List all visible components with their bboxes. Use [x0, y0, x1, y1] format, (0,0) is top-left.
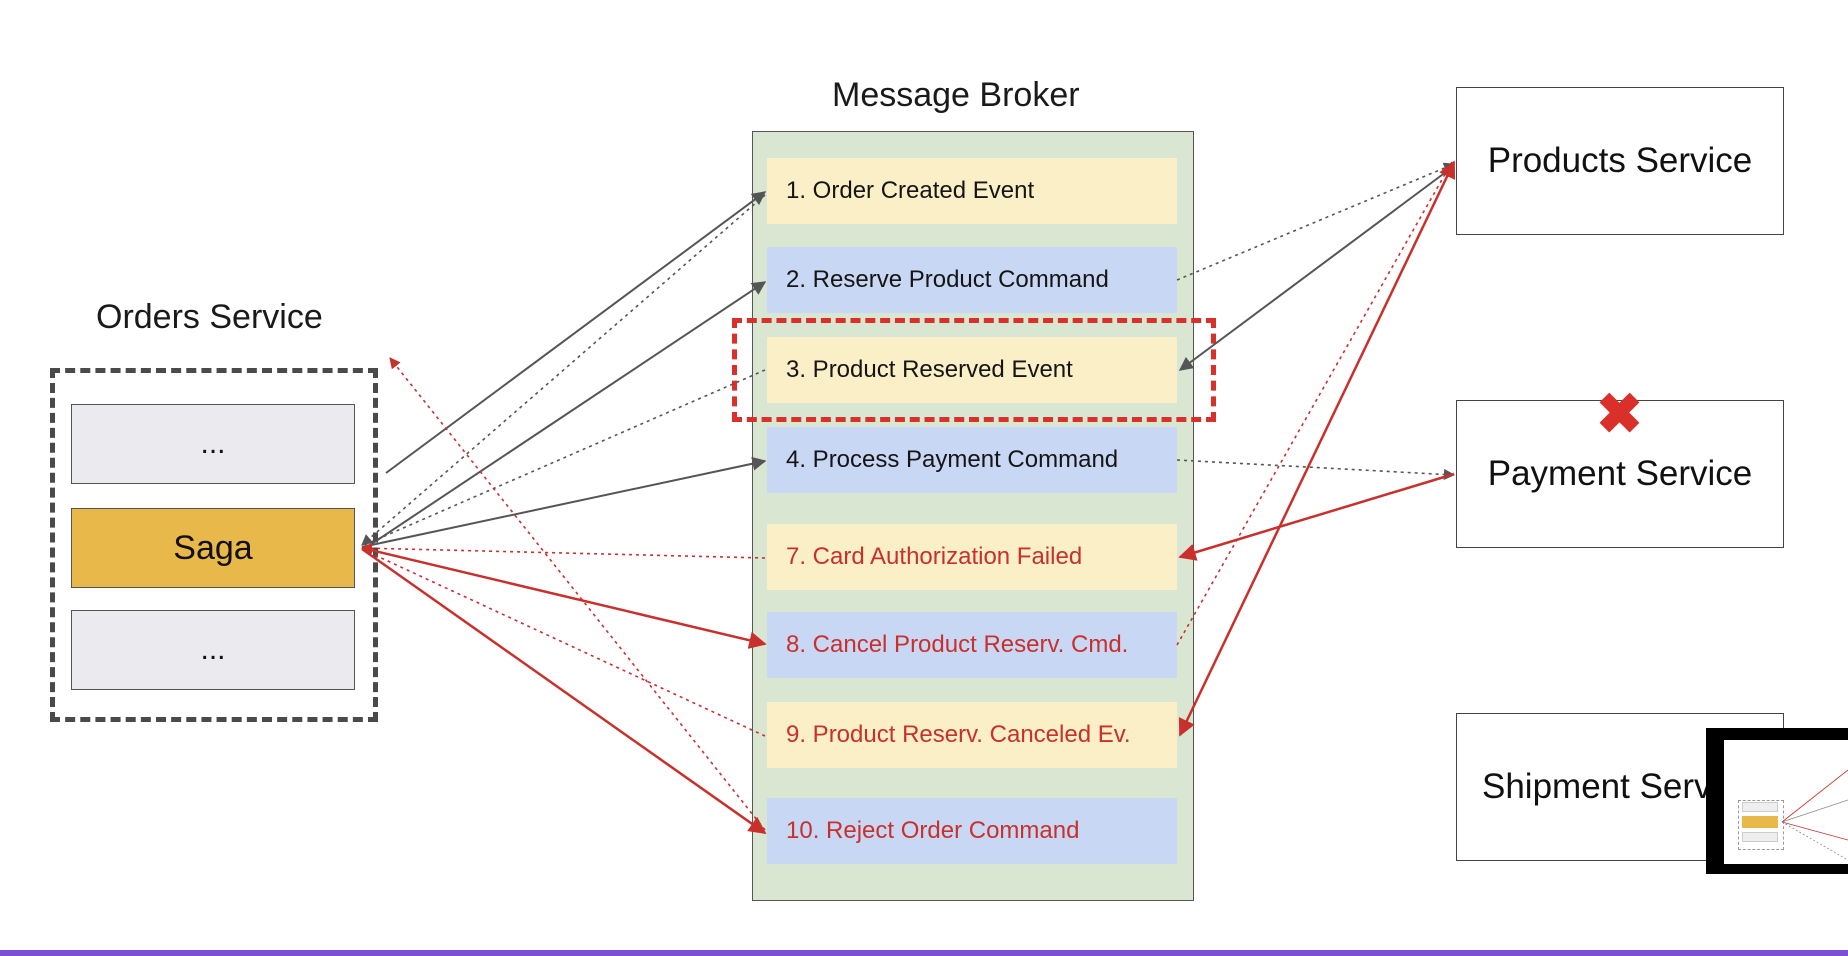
arrow-saga-process-payment — [361, 456, 767, 548]
arrow-products-to-reservation-canceled — [1178, 160, 1456, 737]
message-label: 10. Reject Order Command — [786, 817, 1080, 844]
products-service-box: Products Service — [1456, 87, 1784, 235]
saga-to-broker-commands — [361, 191, 767, 835]
arrow-saga-reject-order — [361, 547, 767, 835]
thumbnail-orders-box — [1738, 800, 1784, 850]
arrow-saga-order-created — [385, 191, 767, 474]
thumbnail-saga-box — [1742, 816, 1778, 828]
bottom-progress-bar — [0, 950, 1848, 956]
thumbnail-item-box — [1742, 802, 1778, 812]
message-label: 1. Order Created Event — [786, 177, 1035, 204]
message-product-reserved-event: 3. Product Reserved Event — [767, 337, 1177, 403]
message-label: 4. Process Payment Command — [786, 446, 1119, 473]
orders-item-top: ... — [71, 404, 355, 484]
message-order-created-event: 1. Order Created Event — [767, 158, 1177, 224]
payment-service-label: Payment Service — [1487, 454, 1753, 493]
products-service-label: Products Service — [1487, 141, 1753, 180]
message-label: 9. Product Reserv. Canceled Ev. — [786, 721, 1131, 748]
orders-item-label: ... — [200, 633, 226, 666]
broker-service-links — [1176, 160, 1456, 737]
orders-item-bottom: ... — [71, 610, 355, 690]
dotted-process-payment-to-payment — [1176, 459, 1456, 481]
saga-label: Saga — [173, 528, 253, 567]
message-label: 3. Product Reserved Event — [786, 356, 1073, 383]
dotted-reserve-product-to-products — [1176, 162, 1456, 281]
message-product-reservation-canceled-event: 9. Product Reserv. Canceled Ev. — [767, 702, 1177, 768]
arrow-products-to-product-reserved — [1178, 165, 1455, 371]
arrow-payment-to-card-failed — [1178, 472, 1455, 561]
thumbnail-item-box — [1742, 832, 1778, 842]
message-reserve-product-command: 2. Reserve Product Command — [767, 247, 1177, 313]
arrow-saga-reserve-product — [369, 281, 767, 546]
thumbnail-diagram-preview — [1724, 740, 1848, 864]
dotted-reject-order-to-orders — [389, 357, 766, 831]
dotted-order-created-to-saga — [361, 194, 766, 546]
red-x-icon: ✖ — [1596, 382, 1643, 445]
message-broker-title: Message Broker — [832, 76, 1080, 114]
message-cancel-product-reservation-command: 8. Cancel Product Reserv. Cmd. — [767, 612, 1177, 678]
message-label: 2. Reserve Product Command — [786, 266, 1109, 293]
arrow-saga-cancel-reservation — [361, 546, 767, 649]
thumbnail-arrows — [1781, 769, 1848, 861]
orders-item-label: ... — [200, 427, 226, 460]
message-process-payment-command: 4. Process Payment Command — [767, 427, 1177, 493]
dotted-product-reserved-to-saga — [361, 369, 766, 547]
message-reject-order-command: 10. Reject Order Command — [767, 798, 1177, 864]
dotted-card-failed-to-saga — [360, 542, 766, 559]
dotted-cancel-reservation-to-products — [1176, 161, 1453, 646]
message-card-authorization-failed: 7. Card Authorization Failed — [767, 524, 1177, 590]
payment-service-box: Payment Service — [1456, 400, 1784, 548]
saga-box: Saga — [71, 508, 355, 588]
orders-service-title: Orders Service — [96, 298, 323, 336]
presenter-thumbnail — [1706, 728, 1848, 874]
message-label: 8. Cancel Product Reserv. Cmd. — [786, 631, 1129, 658]
message-label: 7. Card Authorization Failed — [786, 543, 1083, 570]
broker-to-saga-events — [360, 194, 766, 831]
